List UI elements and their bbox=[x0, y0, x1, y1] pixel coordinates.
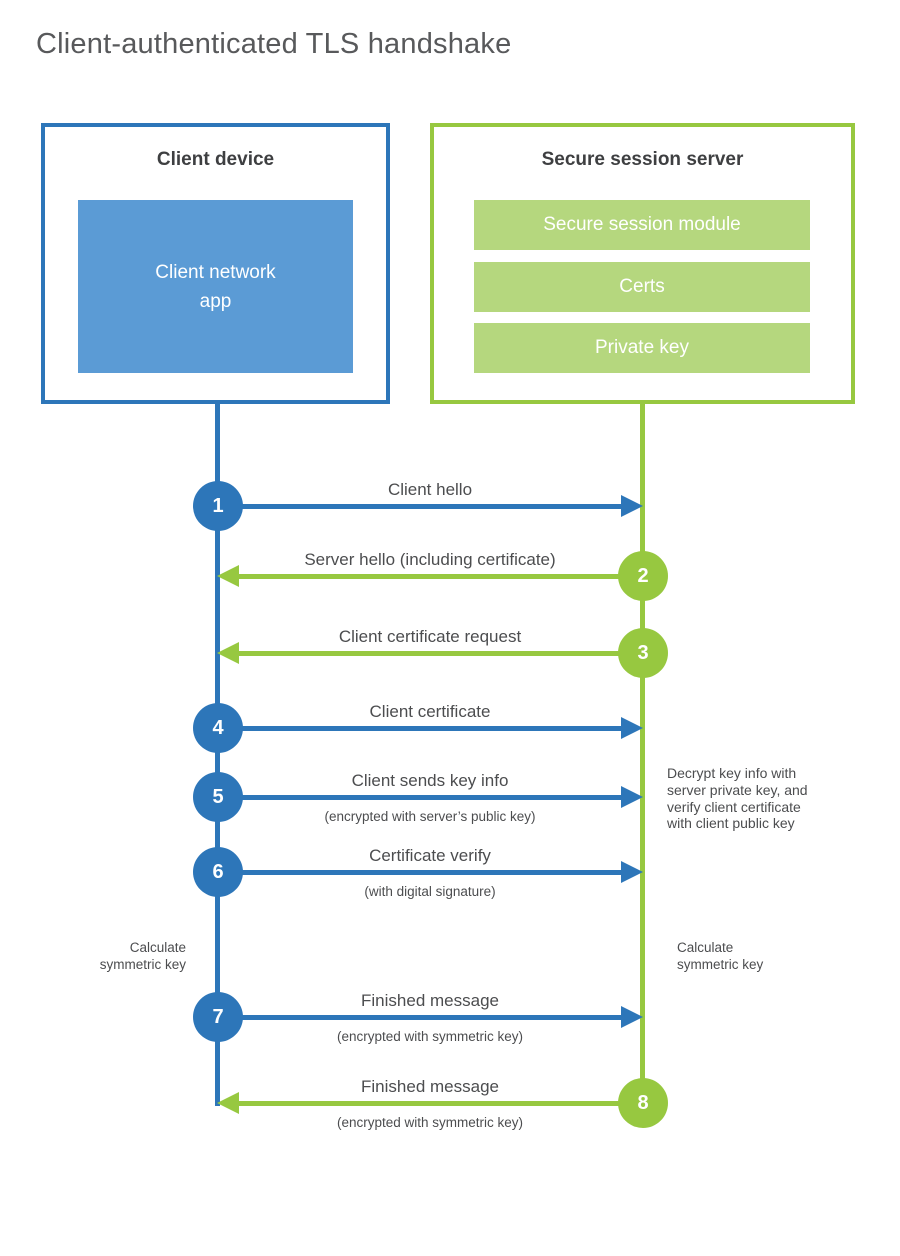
step-7-sublabel: (encrypted with symmetric key) bbox=[336, 1029, 524, 1044]
server-calc-note: Calculate symmetric key bbox=[677, 939, 817, 973]
step-5-badge: 5 bbox=[193, 772, 243, 822]
server-decrypt-note-line2: server private key, and bbox=[667, 781, 808, 798]
step-6-sublabel: (with digital signature) bbox=[364, 884, 496, 899]
step-3-badge: 3 bbox=[618, 628, 668, 678]
step-1-label: Client hello bbox=[387, 480, 473, 499]
step-5-label: Client sends key info bbox=[351, 771, 509, 790]
client-network-app-label-line2: app bbox=[199, 290, 232, 312]
step-8-sublabel: (encrypted with symmetric key) bbox=[336, 1115, 524, 1130]
page-title: Client-authenticated TLS handshake bbox=[36, 28, 512, 60]
step-6-label: Certificate verify bbox=[369, 846, 491, 865]
step-7-arrow bbox=[240, 1015, 621, 1020]
server-lifeline bbox=[640, 404, 645, 1105]
step-7-label: Finished message bbox=[361, 991, 499, 1010]
client-calc-note: Calculate symmetric key bbox=[46, 939, 186, 973]
server-decrypt-note-line1: Decrypt key info with bbox=[667, 765, 797, 781]
client-device-title: Client device bbox=[156, 149, 275, 170]
step-5-arrowhead bbox=[621, 786, 643, 808]
step-2-arrow bbox=[238, 574, 620, 579]
step-2-arrowhead bbox=[217, 565, 239, 587]
step-2-label: Server hello (including certificate) bbox=[304, 550, 556, 569]
step-1-arrow bbox=[240, 504, 621, 509]
step-4-arrowhead bbox=[621, 717, 643, 739]
secure-session-server-title: Secure session server bbox=[541, 149, 744, 170]
step-8-arrow bbox=[238, 1101, 620, 1106]
step-4-arrow bbox=[240, 726, 621, 731]
step-7-arrowhead bbox=[621, 1006, 643, 1028]
step-8-label: Finished message bbox=[361, 1077, 499, 1096]
server-decrypt-note-line4: with client public key bbox=[667, 815, 795, 832]
server-calc-note-line2: symmetric key bbox=[677, 957, 764, 972]
client-calc-note-line2: symmetric key bbox=[99, 957, 186, 972]
client-network-app-box: Client network app bbox=[78, 200, 353, 373]
step-4-label: Client certificate bbox=[369, 702, 491, 721]
client-network-app-label-line1: Client network bbox=[155, 261, 276, 283]
step-5-arrow bbox=[240, 795, 621, 800]
certs-bar: Certs bbox=[474, 262, 810, 312]
client-lifeline bbox=[215, 404, 220, 1106]
step-8-badge: 8 bbox=[618, 1078, 668, 1128]
step-6-arrowhead bbox=[621, 861, 643, 883]
step-8-arrowhead bbox=[217, 1092, 239, 1114]
step-3-arrow bbox=[238, 651, 620, 656]
server-decrypt-note: Decrypt key info with server private key… bbox=[667, 765, 857, 832]
step-1-badge: 1 bbox=[193, 481, 243, 531]
step-6-badge: 6 bbox=[193, 847, 243, 897]
client-calc-note-line1: Calculate bbox=[129, 940, 186, 955]
server-calc-note-line1: Calculate bbox=[677, 940, 734, 955]
step-6-arrow bbox=[240, 870, 621, 875]
server-decrypt-note-line3: verify client certificate bbox=[667, 798, 801, 815]
step-2-badge: 2 bbox=[618, 551, 668, 601]
secure-session-module-bar: Secure session module bbox=[474, 200, 810, 250]
step-3-label: Client certificate request bbox=[338, 627, 522, 646]
private-key-bar: Private key bbox=[474, 323, 810, 373]
step-5-sublabel: (encrypted with server’s public key) bbox=[324, 809, 536, 824]
step-3-arrowhead bbox=[217, 642, 239, 664]
step-1-arrowhead bbox=[621, 495, 643, 517]
step-7-badge: 7 bbox=[193, 992, 243, 1042]
step-4-badge: 4 bbox=[193, 703, 243, 753]
